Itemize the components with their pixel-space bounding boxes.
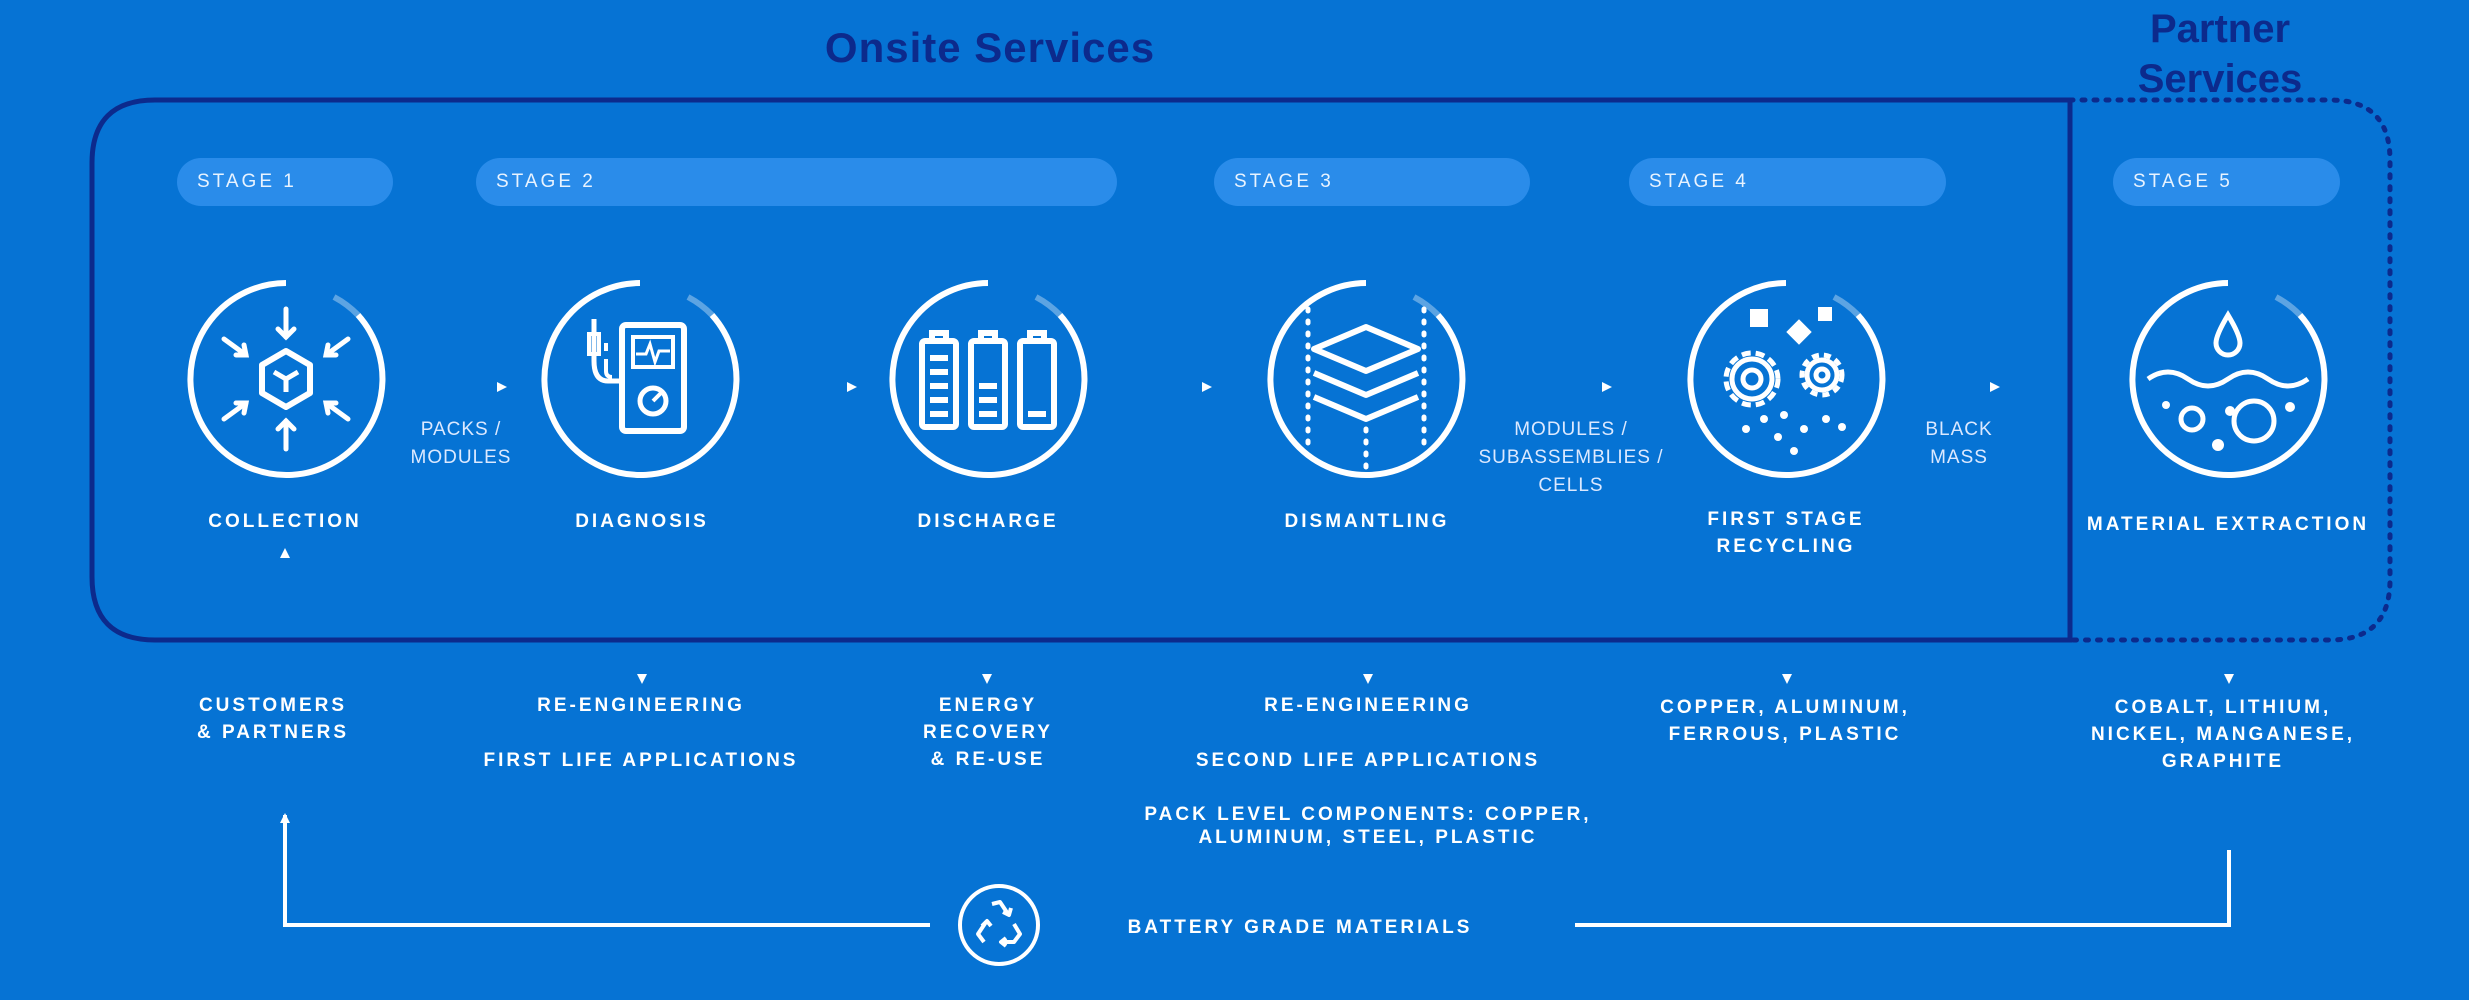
modules-line1: MODULES / xyxy=(1514,419,1628,440)
cobalt-lithium-label: COBALT, LITHIUM, NICKEL, MANGANESE, GRAP… xyxy=(2091,694,2355,775)
extraction-icon xyxy=(2128,279,2328,479)
recycle-icon xyxy=(956,882,1042,968)
partner-title-line2: Services xyxy=(2137,57,2303,101)
pack-line1: PACK LEVEL COMPONENTS: COPPER, xyxy=(1144,804,1592,825)
pack-level-components-label: PACK LEVEL COMPONENTS: COPPER, ALUMINUM,… xyxy=(1144,803,1591,849)
customers-line2: & PARTNERS xyxy=(196,722,350,743)
partner-services-title: Partner Services xyxy=(2100,4,2340,104)
customers-line1: CUSTOMERS xyxy=(198,695,348,716)
first-life-applications-label: FIRST LIFE APPLICATIONS xyxy=(483,750,799,771)
re-engineering-2-label: RE-ENGINEERING xyxy=(1264,695,1472,716)
diagnosis-label: DIAGNOSIS xyxy=(575,511,709,532)
black-line1: BLACK xyxy=(1925,419,1993,440)
onsite-services-title: Onsite Services xyxy=(824,24,1156,71)
stage-3-pill: STAGE 3 xyxy=(1214,158,1530,206)
copper-line2: FERROUS, PLASTIC xyxy=(1668,724,1902,745)
loop-line-right xyxy=(1575,850,2231,927)
modules-line3: CELLS xyxy=(1538,475,1604,496)
discharge-label: DISCHARGE xyxy=(917,511,1059,532)
black-mass-label: BLACK MASS xyxy=(1925,416,1992,472)
onsite-frame xyxy=(89,97,2073,643)
loop-line-left xyxy=(280,813,930,927)
stage-4-pill: STAGE 4 xyxy=(1629,158,1946,206)
modules-subassemblies-label: MODULES / SUBASSEMBLIES / CELLS xyxy=(1478,416,1663,500)
cobalt-line3: GRAPHITE xyxy=(2161,751,2285,772)
packs-line1: PACKS / xyxy=(420,419,502,440)
diagnostic-meter-icon xyxy=(540,279,740,479)
partner-title-line1: Partner xyxy=(2149,7,2291,51)
packs-line2: MODULES xyxy=(410,447,512,468)
collection-label: COLLECTION xyxy=(208,511,362,532)
re-engineering-1-label: RE-ENGINEERING xyxy=(537,695,745,716)
pack-line2: ALUMINUM, STEEL, PLASTIC xyxy=(1198,827,1538,848)
material-extraction-label: MATERIAL EXTRACTION xyxy=(2086,514,2370,535)
packs-modules-label: PACKS / MODULES xyxy=(411,416,512,472)
energy-line3: & RE-USE xyxy=(930,749,1046,770)
energy-line2: RECOVERY xyxy=(923,722,1053,743)
layers-icon xyxy=(1266,279,1466,479)
collection-icon xyxy=(186,279,386,479)
black-line2: MASS xyxy=(1930,447,1988,468)
dismantling-label: DISMANTLING xyxy=(1284,511,1450,532)
first-stage-line1: FIRST STAGE xyxy=(1707,509,1865,530)
partner-frame xyxy=(2067,97,2393,643)
customers-partners-label: CUSTOMERS & PARTNERS xyxy=(197,692,349,746)
energy-recovery-label: ENERGY RECOVERY & RE-USE xyxy=(923,692,1053,773)
copper-line1: COPPER, ALUMINUM, xyxy=(1660,697,1910,718)
stage-1-pill: STAGE 1 xyxy=(177,158,393,206)
battery-discharge-icon xyxy=(888,279,1088,479)
gears-icon xyxy=(1686,279,1886,479)
energy-line1: ENERGY xyxy=(938,695,1038,716)
cobalt-line1: COBALT, LITHIUM, xyxy=(2114,697,2332,718)
second-life-applications-label: SECOND LIFE APPLICATIONS xyxy=(1195,750,1541,771)
copper-aluminum-label: COPPER, ALUMINUM, FERROUS, PLASTIC xyxy=(1660,694,1910,748)
modules-line2: SUBASSEMBLIES / xyxy=(1478,447,1664,468)
stage-5-pill: STAGE 5 xyxy=(2113,158,2340,206)
first-stage-line2: RECYCLING xyxy=(1716,536,1856,557)
first-stage-recycling-label: FIRST STAGE RECYCLING xyxy=(1707,506,1864,560)
battery-grade-materials-label: BATTERY GRADE MATERIALS xyxy=(1127,917,1473,938)
cobalt-line2: NICKEL, MANGANESE, xyxy=(2090,724,2356,745)
stage-2-pill: STAGE 2 xyxy=(476,158,1117,206)
